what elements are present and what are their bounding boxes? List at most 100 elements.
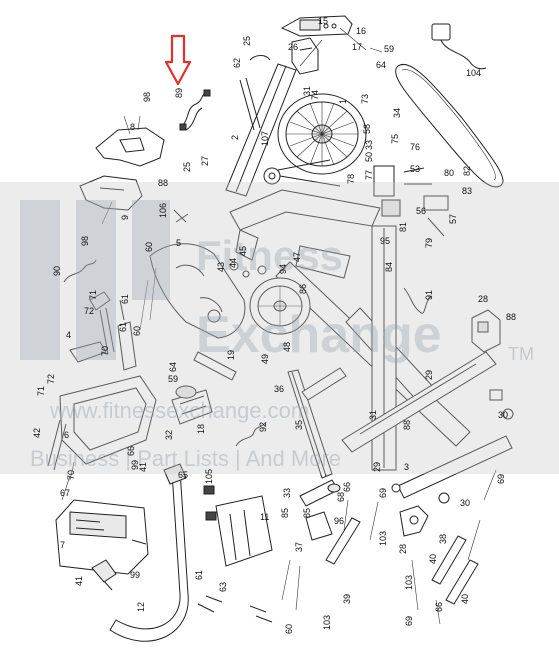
pulley-assembly — [263, 159, 341, 187]
part-callout: 61 — [120, 294, 130, 304]
part-callout: 70 — [66, 470, 76, 480]
part-callout: 103 — [378, 531, 388, 546]
part-callout: 64 — [168, 362, 178, 372]
part-callout: 71 — [36, 386, 46, 396]
part-callout: 79 — [424, 238, 434, 248]
part-callout: 27 — [200, 156, 210, 166]
part-callout: 4 — [66, 330, 71, 340]
part-callout: 82 — [462, 166, 472, 176]
wire-92 — [235, 421, 267, 447]
part-callout: 67 — [60, 488, 70, 498]
part-callout: 106 — [158, 203, 168, 218]
end-cap-28b — [399, 505, 429, 537]
part-callout: 105 — [204, 469, 214, 484]
rod-62 — [239, 77, 261, 131]
part-callout: 98 — [142, 92, 152, 102]
part-callout: 68 — [336, 492, 346, 502]
part-callout: 107 — [260, 131, 270, 146]
part-callout: 62 — [232, 58, 242, 68]
drive-belt — [395, 63, 504, 188]
part-callout: 64 — [376, 60, 386, 70]
part-callout: 94 — [278, 264, 288, 274]
part-callout: 70 — [100, 346, 110, 356]
part-callout: 30 — [460, 498, 470, 508]
part-callout: 69 — [378, 488, 388, 498]
part-callout: 12 — [136, 602, 146, 612]
part-callout: 72 — [84, 306, 94, 316]
part-callout: 26 — [288, 42, 298, 52]
part-callout: 85 — [302, 508, 312, 518]
part-callout: 43 — [216, 262, 226, 272]
part-callout: 84 — [384, 262, 394, 272]
part-callout: 88 — [158, 178, 168, 188]
upper-shroud — [95, 127, 165, 167]
side-shroud — [149, 243, 246, 339]
watermark-brand-line2: Exchange — [196, 306, 442, 364]
line-art — [47, 15, 514, 642]
part-callout: 31 — [302, 86, 312, 96]
part-callout: 61 — [194, 570, 204, 580]
part-callout: 15 — [318, 16, 328, 26]
console-housing — [280, 15, 353, 75]
part-callout: 28 — [478, 294, 488, 304]
indicator-arrow-icon — [164, 34, 192, 86]
wire-91 — [403, 287, 433, 314]
part-callout: 32 — [164, 430, 174, 440]
part-callout: 48 — [282, 342, 292, 352]
part-callout: 56 — [416, 206, 426, 216]
pedal — [171, 385, 213, 425]
part-callout: 44 — [228, 258, 238, 268]
part-callout: 74 — [310, 90, 320, 100]
watermark-tm: TM — [508, 344, 534, 364]
grips — [91, 463, 187, 583]
part-callout: 49 — [260, 354, 270, 364]
part-callout: 80 — [444, 168, 454, 178]
part-callout: 8 — [130, 122, 135, 132]
upright-post — [225, 63, 297, 197]
part-callout: 25 — [242, 36, 252, 46]
fastener-set-a — [173, 209, 267, 278]
roller-assembly — [299, 479, 341, 541]
power-adapter — [431, 23, 487, 70]
part-callout: 45 — [238, 246, 248, 256]
part-callout: 29 — [424, 370, 434, 380]
part-callout: 33 — [364, 140, 374, 150]
part-callout: 88 — [506, 312, 516, 322]
part-callout: 40 — [428, 554, 438, 564]
part-callout: 69 — [496, 474, 506, 484]
part-callout: 47 — [292, 252, 302, 262]
watermark: Fitness Exchange TM www.fitnessexchange.… — [0, 182, 559, 474]
part-callout: 40 — [460, 594, 470, 604]
part-callout: 69 — [404, 616, 414, 626]
part-callout: 41 — [74, 576, 84, 586]
part-callout: 5 — [176, 238, 181, 248]
part-callout: 96 — [334, 516, 344, 526]
part-callout: 66 — [126, 446, 136, 456]
part-callout: 34 — [392, 108, 402, 118]
part-callout: 86 — [298, 284, 308, 294]
part-callout: 16 — [356, 26, 366, 36]
part-callout: 59 — [168, 374, 178, 384]
part-callout: 35 — [294, 420, 304, 430]
part-callout: 53 — [410, 164, 420, 174]
part-callout: 30 — [498, 410, 508, 420]
bracket-11 — [203, 485, 273, 567]
part-callout: 58 — [362, 124, 372, 134]
part-callout: 77 — [364, 170, 374, 180]
bolts-30 — [391, 408, 514, 504]
part-callout: 50 — [364, 152, 374, 162]
fastener-set-b — [197, 595, 273, 623]
part-callout: 33 — [282, 488, 292, 498]
part-callout: 99 — [130, 570, 140, 580]
part-callout: 6 — [64, 430, 69, 440]
watermark-band — [0, 182, 559, 474]
part-callout: 99 — [130, 460, 140, 470]
part-callout: 37 — [294, 542, 304, 552]
part-callout: 60 — [284, 624, 294, 634]
part-callout: 71 — [88, 290, 98, 300]
rear-frame — [47, 375, 157, 471]
part-callout: 38 — [438, 534, 448, 544]
part-callout: 66 — [434, 602, 444, 612]
part-callout: 73 — [360, 94, 370, 104]
